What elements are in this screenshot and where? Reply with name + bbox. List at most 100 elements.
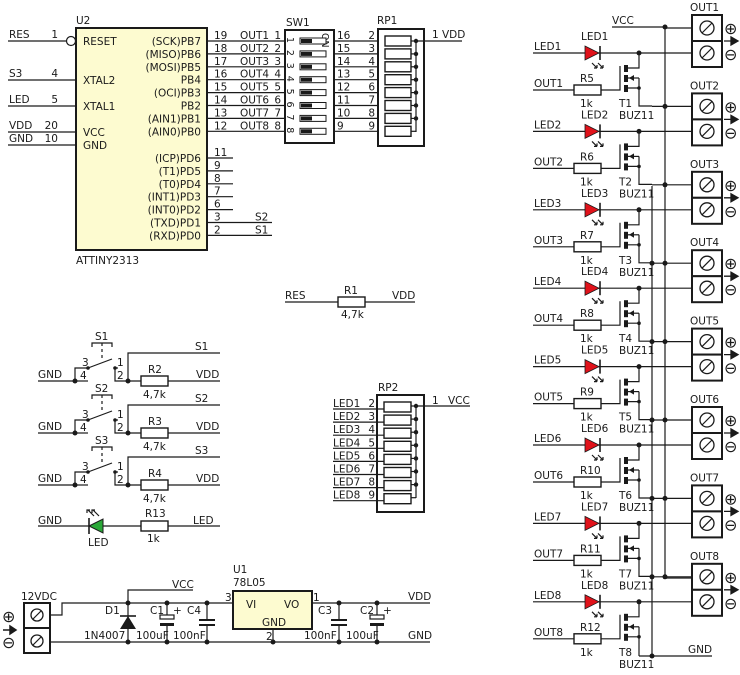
sw1-right-pin-number: 15 bbox=[337, 43, 350, 55]
rp2-net-label: LED7 bbox=[333, 477, 360, 489]
red-led-icon bbox=[584, 123, 600, 140]
gate-resistor-value: 1k bbox=[580, 98, 594, 110]
output-connector-label: OUT5 bbox=[690, 316, 719, 328]
status-led-net: LED bbox=[193, 515, 214, 527]
arrow-icon bbox=[724, 192, 740, 203]
mosfet-arrow-icon bbox=[629, 231, 634, 238]
minus-icon: ⊖ bbox=[724, 45, 737, 64]
junction-dot bbox=[413, 64, 419, 70]
output-connector-label: OUT7 bbox=[690, 472, 719, 484]
rp2-pin-number: 9 bbox=[368, 490, 375, 502]
u2-portb-net-label: OUT5 bbox=[240, 82, 269, 94]
dip-switch-slot[interactable] bbox=[299, 50, 327, 58]
rp1-resistor bbox=[384, 112, 412, 125]
dip-switch-slot[interactable] bbox=[299, 127, 327, 135]
status-led-green-icon bbox=[87, 518, 104, 534]
mosfet-source-segment bbox=[624, 320, 628, 328]
junction-dot bbox=[413, 416, 419, 422]
arrow-icon bbox=[724, 271, 740, 282]
rp2-resistor bbox=[383, 401, 412, 413]
power-supply: 12VDC ⊕ ⊖ VCC D1 1N4007 C1 + 100uF C4 10… bbox=[2, 564, 432, 654]
sw1-left-pin-number: 1 bbox=[274, 30, 281, 42]
r1-ref: R1 bbox=[344, 285, 358, 297]
plus-icon: ⊕ bbox=[724, 97, 737, 116]
button-net-label: S2 bbox=[195, 393, 208, 405]
mosfet-part: BUZ11 bbox=[619, 110, 654, 122]
u2-portd-pin-name: (T0)PD4 bbox=[159, 179, 202, 191]
c4-ref: C4 bbox=[187, 605, 201, 617]
mosfet-ref: T2 bbox=[618, 176, 632, 188]
sw1-body bbox=[284, 29, 335, 144]
gate-resistor-value: 1k bbox=[580, 176, 594, 188]
button-pin-3: 3 bbox=[82, 409, 89, 421]
u1-ref: U1 bbox=[233, 564, 247, 576]
mosfet-arrow-icon bbox=[629, 388, 634, 395]
power-gnd-label: GND bbox=[408, 630, 432, 642]
red-led-icon bbox=[584, 280, 600, 296]
u2-portb-pin-name: (OCI)PB3 bbox=[154, 88, 201, 100]
rp1-resistor bbox=[384, 35, 412, 47]
rp2-pin-number: 7 bbox=[368, 464, 375, 476]
minus-icon: ⊖ bbox=[724, 202, 737, 221]
terminal-minus bbox=[691, 432, 723, 460]
gate-resistor-ref: R8 bbox=[580, 308, 594, 320]
gate-resistor-value: 1k bbox=[580, 490, 594, 502]
gate-resistor bbox=[573, 397, 602, 410]
u2-portd-pin-name: (INT1)PD3 bbox=[148, 192, 201, 204]
gate-resistor bbox=[573, 241, 602, 253]
mosfet-part: BUZ11 bbox=[619, 502, 654, 514]
light-emission-arrows-icon bbox=[591, 376, 604, 383]
u2-left-net-label: LED bbox=[9, 94, 30, 106]
mosfet-channel-segment bbox=[624, 231, 628, 239]
dip-switch-slot[interactable] bbox=[299, 76, 327, 84]
u2-portd-net-label: S1 bbox=[255, 224, 268, 236]
output-connector-label: OUT2 bbox=[690, 80, 719, 92]
u2-ref: U2 bbox=[76, 15, 90, 27]
plus-icon: ⊕ bbox=[724, 176, 737, 195]
dip-switch-slot[interactable] bbox=[299, 89, 327, 97]
button-net-label: S3 bbox=[195, 445, 208, 457]
dip-switch-slot[interactable] bbox=[299, 102, 327, 109]
minus-icon: ⊖ bbox=[724, 359, 737, 378]
rp1-resistor bbox=[384, 125, 412, 138]
sw1-right-pin-number: 11 bbox=[337, 95, 350, 107]
rp2-pin-number: 8 bbox=[368, 477, 375, 489]
u2-portb-net-label: OUT7 bbox=[240, 107, 269, 119]
rp2-resistor bbox=[383, 493, 412, 505]
gate-resistor-ref: R11 bbox=[580, 543, 601, 555]
dip-switch-knob bbox=[301, 90, 312, 95]
d1-diode-icon bbox=[120, 616, 136, 629]
channel-out-net: OUT6 bbox=[534, 470, 563, 482]
u2-left-net-label: VDD bbox=[9, 120, 32, 132]
power-arrow-icon bbox=[3, 624, 18, 636]
u2-left-pin-number: 5 bbox=[51, 94, 58, 106]
u2-left-net-label: RES bbox=[9, 29, 30, 41]
dip-switch-slot[interactable] bbox=[299, 114, 327, 122]
gate-resistor-ref: R7 bbox=[580, 230, 594, 242]
rp1-resistor bbox=[384, 61, 412, 73]
mosfet-drain-segment bbox=[624, 457, 628, 464]
junction-dot bbox=[413, 51, 419, 57]
u2-left-net-label: GND bbox=[9, 133, 33, 145]
u2-portd-pin-number: 6 bbox=[214, 199, 221, 211]
dip-switch-slot[interactable] bbox=[299, 63, 327, 71]
sw1-left-pin-number: 7 bbox=[274, 107, 281, 119]
u2-portb-pin-number: 16 bbox=[214, 69, 228, 81]
channel-led-ref: LED4 bbox=[581, 266, 609, 278]
dip-switch-slot[interactable] bbox=[299, 37, 327, 45]
button-resistor-value: 4,7k bbox=[143, 441, 167, 453]
output-connector-label: OUT8 bbox=[690, 551, 719, 563]
button-gnd-label: GND bbox=[38, 421, 62, 433]
dip-switch-knob bbox=[301, 51, 312, 56]
mosfet-part: BUZ11 bbox=[619, 659, 654, 671]
u2-left-pin-name: XTAL1 bbox=[83, 101, 115, 113]
rp1-ref: RP1 bbox=[377, 15, 397, 27]
plus-icon: ⊕ bbox=[724, 333, 737, 352]
u2-left-pin-number: 1 bbox=[51, 29, 58, 41]
